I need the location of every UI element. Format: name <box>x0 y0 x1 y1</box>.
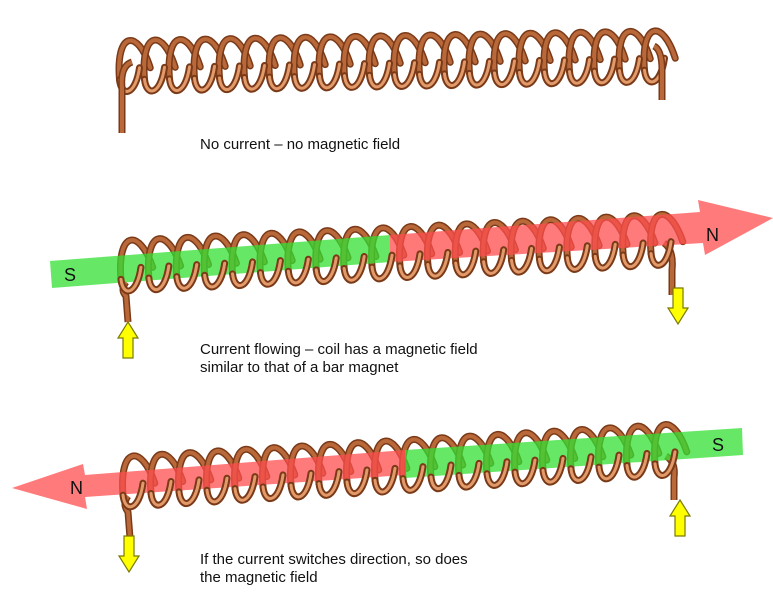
arrow-shape <box>119 536 139 572</box>
pole-label-right: N <box>706 225 719 245</box>
coil-lead-shine <box>122 62 132 133</box>
caption-current-forward: Current flowing – coil has a magnetic fi… <box>200 341 478 377</box>
current-arrow-up-icon <box>118 322 138 358</box>
panel-current-reversed: N S <box>12 425 743 572</box>
arrow-shape <box>670 500 690 536</box>
panel-no-current <box>119 31 675 133</box>
caption-line-1: Current flowing – coil has a magnetic fi… <box>200 341 478 359</box>
caption-line-2: similar to that of a bar magnet <box>200 359 478 377</box>
caption-line-1: No current – no magnetic field <box>200 136 400 154</box>
current-arrow-down-icon <box>119 536 139 572</box>
pole-label-right: S <box>712 435 724 455</box>
caption-current-reversed: If the current switches direction, so do… <box>200 551 468 587</box>
coil-no-current <box>119 31 675 133</box>
caption-line-2: the magnetic field <box>200 569 468 587</box>
caption-no-current: No current – no magnetic field <box>200 136 400 154</box>
panel-current-forward: S N <box>50 200 773 358</box>
current-arrow-up-icon <box>670 500 690 536</box>
pole-label-left: S <box>64 265 76 285</box>
caption-line-1: If the current switches direction, so do… <box>200 551 468 569</box>
arrow-shape <box>118 322 138 358</box>
pole-label-left: N <box>70 478 83 498</box>
